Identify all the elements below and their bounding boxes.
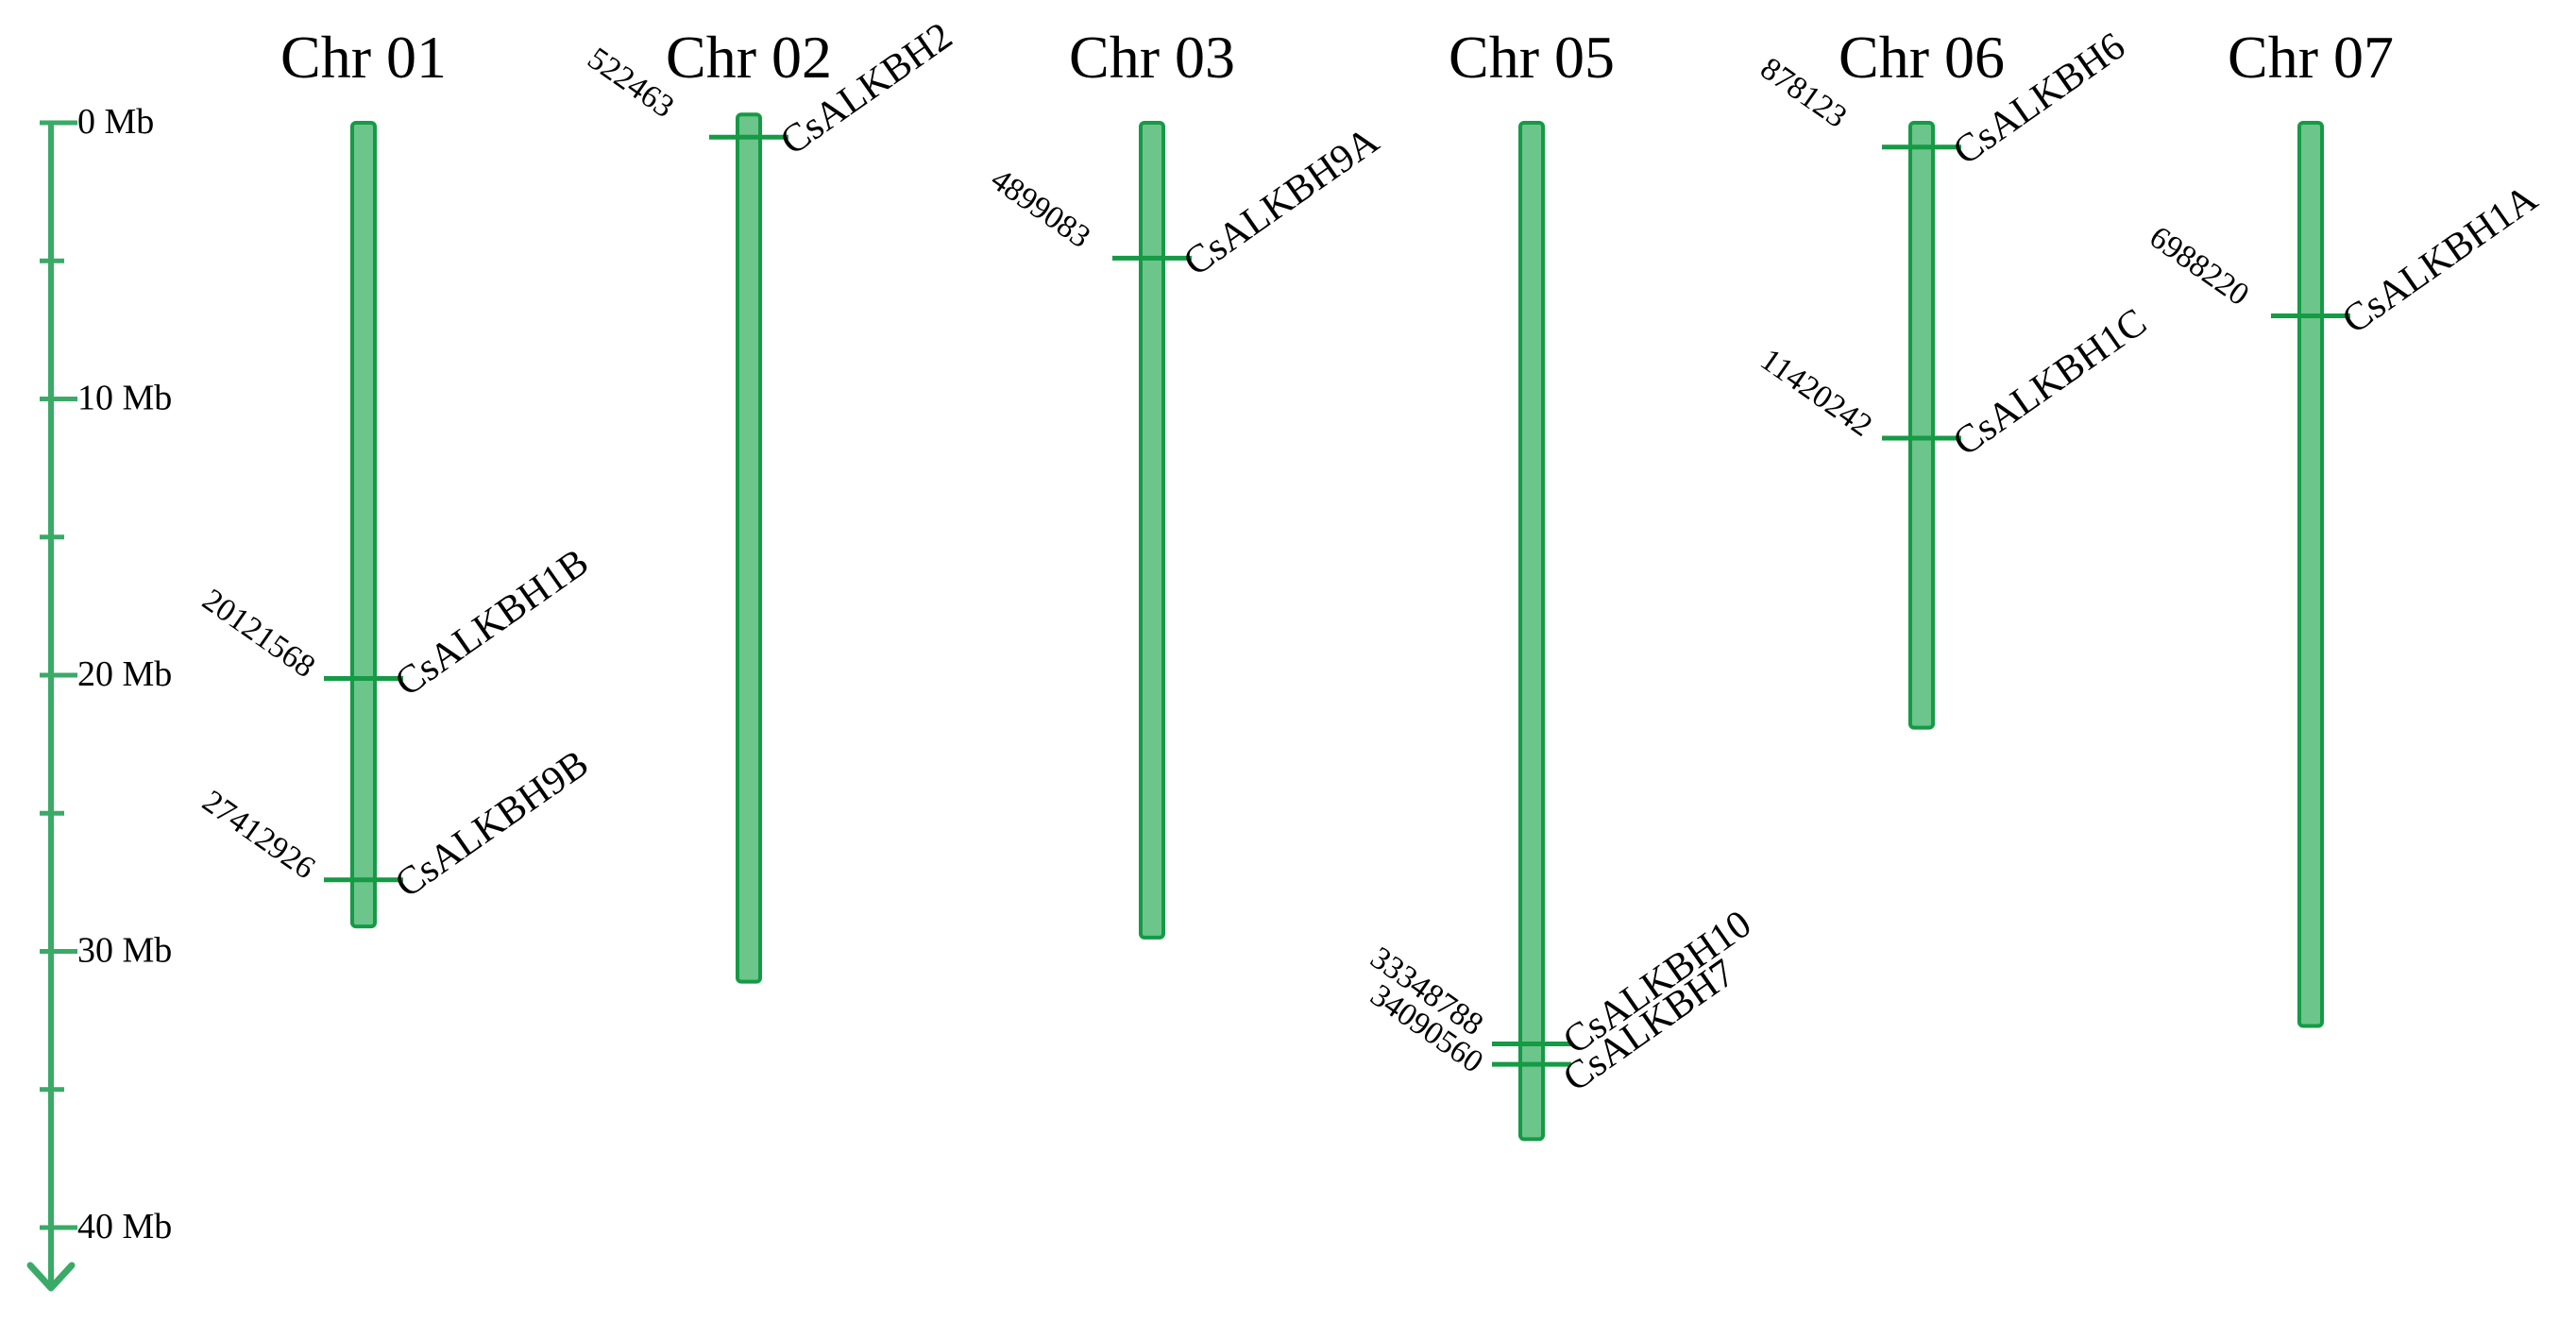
scale-bar: 0 Mb 10 Mb 20 Mb 30 Mb 40 Mb (26, 102, 172, 1292)
chromosome-bar (1518, 121, 1545, 1142)
scale-label: 0 Mb (77, 102, 154, 142)
arrow-down-icon (26, 1262, 76, 1292)
gene-name-label: CsALKBH9B (387, 742, 596, 907)
gene-position-label: 27412926 (196, 784, 322, 886)
chromosome-title: Chr 03 (1069, 24, 1235, 91)
scale-label: 10 Mb (77, 379, 172, 418)
chromosome-3: Chr 03 CsALKBH9A 4899083 (985, 24, 1387, 940)
chromosome-bar (2297, 121, 2324, 1028)
gene-name-label: CsALKBH1A (2334, 177, 2546, 343)
chromosome-bar (350, 121, 377, 929)
chromosome-title: Chr 02 (666, 24, 832, 91)
chromosome-title: Chr 07 (2228, 24, 2394, 91)
chromosome-bar (736, 112, 762, 984)
scale-label: 40 Mb (77, 1207, 172, 1246)
gene-position-label: 4899083 (985, 162, 1097, 256)
chromosome-title: Chr 06 (1839, 24, 2005, 91)
gene-name-label: CsALKBH1B (387, 540, 596, 704)
chromosome-bar (1139, 121, 1165, 940)
scale-label: 30 Mb (77, 931, 172, 971)
scale-label: 20 Mb (77, 654, 172, 694)
chromosome-bar (1908, 121, 1935, 730)
gene-position-label: 20121568 (196, 583, 322, 685)
gene-position-label: 6988220 (2144, 220, 2256, 314)
chromosome-6: Chr 07 CsALKBH1A 6988220 (2144, 24, 2546, 1028)
chromosome-title: Chr 05 (1449, 24, 1615, 91)
chromosome-title: Chr 01 (280, 24, 447, 91)
gene-name-label: CsALKBH9A (1176, 119, 1387, 285)
gene-position-label: 11420242 (1754, 342, 1879, 444)
gene-name-label: CsALKBH1C (1945, 300, 2154, 465)
